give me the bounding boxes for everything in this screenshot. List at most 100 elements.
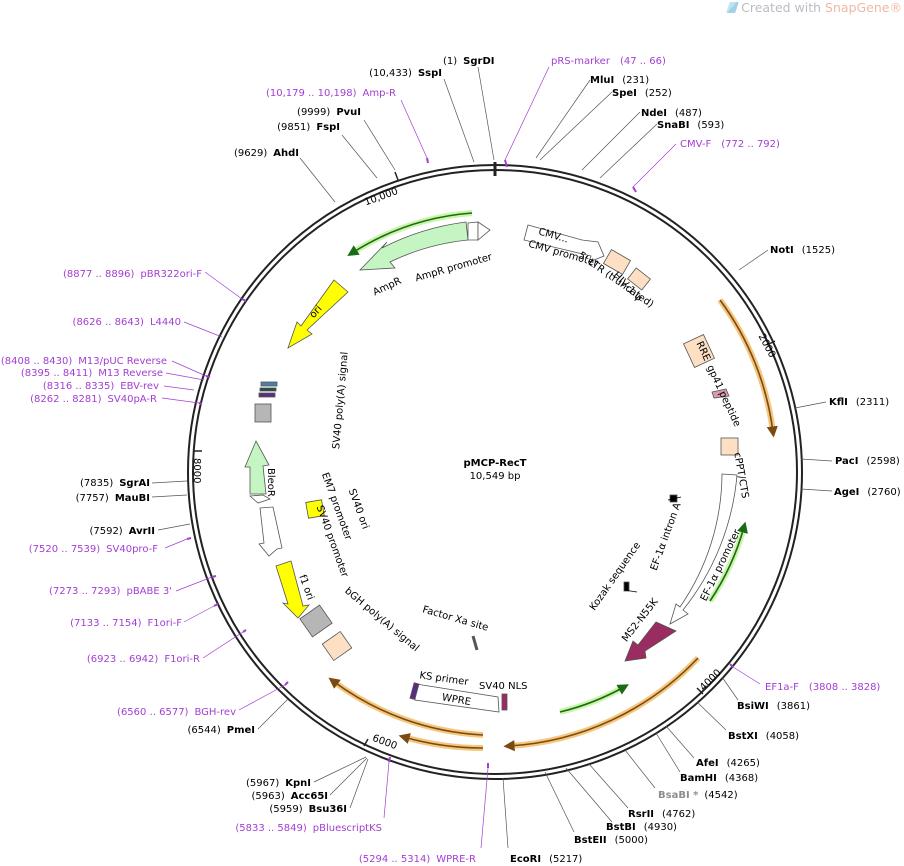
leader-noti xyxy=(738,249,769,271)
site-name: SgrAI xyxy=(119,478,150,489)
leader-cmv-f xyxy=(632,143,677,188)
orange-arc-line xyxy=(503,657,699,752)
intron-tick xyxy=(623,589,638,593)
site-label: (6544)PmeI xyxy=(187,725,255,736)
site-label: BamHI(4368) xyxy=(680,773,758,784)
site-pos: (3861) xyxy=(777,701,810,712)
site-pos: (772 .. 792) xyxy=(721,139,780,150)
site-label: (7273 .. 7293)pBABE 3' xyxy=(49,586,172,597)
site-name: SV40pA-R xyxy=(108,394,157,405)
cmv-promoter-arrow xyxy=(523,224,605,263)
site-name: SspI xyxy=(418,68,442,79)
site-pos: (5294 .. 5314) xyxy=(359,854,431,865)
leader-lines xyxy=(151,66,833,849)
site-pos: (4762) xyxy=(662,809,695,820)
bgh-label: bGH poly(A) signal xyxy=(342,586,421,654)
leader-paci xyxy=(800,458,833,462)
bleor-arrow xyxy=(244,440,270,495)
em7-arrow xyxy=(249,494,271,504)
site-name: F1ori-R xyxy=(164,654,200,665)
orange-arc-small xyxy=(403,734,484,752)
primer-mark xyxy=(241,298,247,302)
site-label: MluI(231) xyxy=(590,75,649,86)
site-name: pBluescriptKS xyxy=(313,823,382,834)
leader-ecori xyxy=(502,777,509,849)
site-pos: (8877 .. 8896) xyxy=(63,269,135,280)
site-label: (10,179 .. 10,198)Amp-R xyxy=(266,88,396,99)
site-name: L4440 xyxy=(150,317,181,328)
site-pos: (5000) xyxy=(615,835,648,846)
tick-label-10000: 10,000 xyxy=(363,186,400,208)
leader-afei xyxy=(665,725,695,759)
leader-ef1a-f xyxy=(732,666,761,685)
bgh-box xyxy=(321,630,353,662)
site-label: (6560 .. 6577)BGH-rev xyxy=(117,707,236,718)
leader-ndei xyxy=(581,111,641,171)
factor-xa-label: Factor Xa site xyxy=(421,604,489,633)
leader-pbabe xyxy=(175,576,213,592)
ks-primer-mark xyxy=(409,682,420,700)
site-pos: (5833 .. 5849) xyxy=(235,823,307,834)
site-name: Bsu36I xyxy=(309,804,347,815)
site-name: BstEII xyxy=(574,835,607,846)
site-pos: (10,433) xyxy=(369,68,412,79)
site-label: pRS-marker(47 .. 66) xyxy=(551,56,666,67)
leader-sgrdi xyxy=(477,66,495,161)
leader-bgh xyxy=(238,684,286,711)
site-label: (7757)MauBI xyxy=(76,493,150,504)
intron-mark xyxy=(623,581,630,592)
site-pos: (1) xyxy=(443,56,457,67)
site-pos: (7592) xyxy=(89,526,122,537)
site-label: BsiWI(3861) xyxy=(737,701,810,712)
green-arcs xyxy=(347,210,748,715)
leader-wpre-r xyxy=(480,767,489,849)
site-label: (6923 .. 6942)F1ori-R xyxy=(87,654,200,665)
sv40-nls-label: SV40 NLS xyxy=(479,681,528,692)
site-pos: (4542) xyxy=(704,790,737,801)
leader-pbluescript xyxy=(383,761,390,819)
site-name: Acc65I xyxy=(291,791,328,802)
orange-arc-line xyxy=(398,733,484,749)
site-pos: (8262 .. 8281) xyxy=(30,394,102,405)
site-name: KpnI xyxy=(285,778,311,789)
leader-snabi xyxy=(599,123,658,179)
site-name: pBR322ori-F xyxy=(140,269,202,280)
leader-prs-marker xyxy=(504,66,550,161)
leader-mlui xyxy=(535,79,591,159)
snapgene-watermark: Created with SnapGene® xyxy=(726,0,903,15)
site-label: NotI(1525) xyxy=(770,245,835,256)
sv40-ori-box xyxy=(305,499,325,519)
leader-sv40pa xyxy=(161,397,200,404)
cppt-box xyxy=(720,437,739,456)
plasmid-backbone xyxy=(187,162,803,780)
site-name: AfeI xyxy=(696,758,719,769)
watermark-suffix: ® xyxy=(889,0,903,15)
site-pos: (5959) xyxy=(269,804,302,815)
green-arc-bottom xyxy=(559,684,626,715)
leader-kpni xyxy=(313,756,367,783)
site-pos: (487) xyxy=(675,108,702,119)
site-name: AhdI xyxy=(273,148,299,159)
ampr-promoter-tip xyxy=(477,221,491,241)
right-site-labels: (1)SgrDI pRS-marker(47 .. 66) MluI(231) … xyxy=(443,56,901,865)
site-pos: (2598) xyxy=(866,456,899,467)
site-label: (9629)AhdI xyxy=(234,148,299,159)
site-name: Amp-R xyxy=(363,88,397,99)
f1ori-arrow xyxy=(275,560,311,619)
leader-pmei xyxy=(257,698,289,730)
hiv-psi-box xyxy=(602,249,632,275)
sv40-polya-label: SV40 poly(A) signal xyxy=(331,351,350,449)
site-label: (8626 .. 8643)L4440 xyxy=(73,317,181,328)
primer-mark xyxy=(388,756,391,763)
site-pos: (593) xyxy=(697,120,724,131)
sv40-polya-mark xyxy=(260,381,278,387)
site-label: EcoRI(5217) xyxy=(510,854,582,865)
site-name: EcoRI xyxy=(510,854,541,865)
leader-sspi xyxy=(443,78,475,163)
green-arc-line xyxy=(709,521,748,602)
primer-mark xyxy=(198,402,203,405)
site-label: (8877 .. 8896) pBR322ori-F xyxy=(63,269,202,280)
green-arc-line xyxy=(559,684,629,713)
site-pos: (3808 .. 3828) xyxy=(809,682,881,693)
